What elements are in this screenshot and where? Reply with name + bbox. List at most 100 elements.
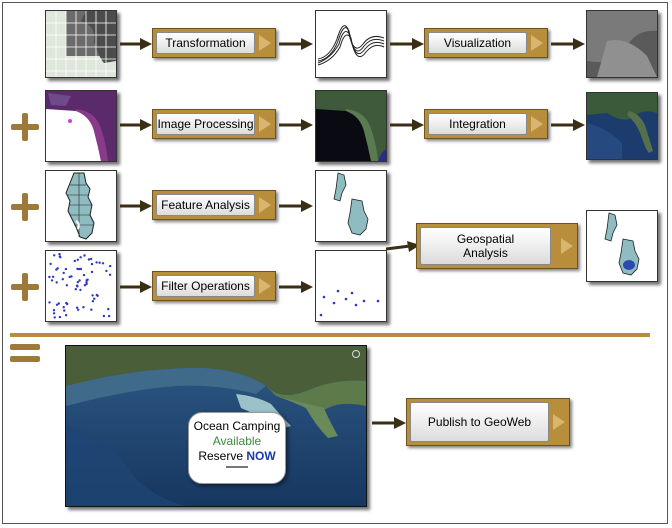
play-icon (259, 35, 271, 51)
integration-button[interactable]: Integration (424, 109, 548, 139)
point (76, 258, 79, 261)
geospatial-analysis-line1: Geospatial (456, 232, 515, 246)
point (77, 308, 80, 311)
point (87, 258, 91, 261)
point (75, 306, 79, 309)
play-icon (259, 116, 271, 132)
point (56, 267, 59, 270)
callout-availability: Available (212, 434, 262, 448)
play-icon (553, 414, 565, 430)
plus-icon (10, 192, 40, 222)
point (61, 278, 64, 281)
point (73, 259, 76, 263)
point (74, 288, 77, 291)
point (65, 301, 68, 305)
arrow (279, 37, 313, 51)
visualization-label: Visualization (428, 32, 527, 54)
divider (10, 333, 650, 337)
thumb-florida-globe (586, 92, 658, 160)
point (83, 284, 87, 287)
point (76, 280, 79, 284)
diagram-frame (2, 2, 668, 524)
feature-analysis-button[interactable]: Feature Analysis (152, 190, 276, 220)
play-icon (531, 116, 543, 132)
point (93, 297, 96, 300)
image-processing-button[interactable]: Image Processing (152, 109, 276, 139)
point (58, 255, 61, 258)
callout-title: Ocean Camping (193, 419, 281, 433)
point (63, 309, 66, 312)
point (82, 273, 86, 277)
point (70, 275, 73, 278)
point (107, 314, 111, 318)
point (64, 314, 68, 317)
point (57, 302, 60, 305)
point (107, 307, 110, 311)
callout-reserve: Reserve NOW (189, 449, 285, 464)
reserve-now-link[interactable]: NOW (246, 449, 276, 463)
thumb-raster-grid (45, 10, 117, 78)
point (68, 275, 71, 279)
callout-underline (226, 466, 248, 468)
filter-operations-button[interactable]: Filter Operations (152, 271, 276, 301)
point (49, 262, 52, 266)
transformation-button[interactable]: Transformation (152, 28, 276, 58)
thumb-profile-lines (315, 10, 387, 78)
point (102, 314, 106, 318)
arrow (120, 37, 152, 51)
point (105, 269, 108, 273)
play-icon (531, 35, 543, 51)
equals-icon (10, 344, 40, 366)
filter-operations-label: Filter Operations (156, 275, 255, 297)
point (51, 275, 55, 278)
thumb-grayscale-surface (586, 10, 658, 78)
point (64, 267, 68, 271)
point (109, 264, 112, 268)
arrow (551, 118, 585, 132)
image-processing-label: Image Processing (156, 113, 255, 135)
publish-to-geoweb-button[interactable]: Publish to GeoWeb (406, 398, 570, 446)
visualization-button[interactable]: Visualization (424, 28, 548, 58)
point (48, 275, 51, 279)
point (95, 293, 98, 297)
play-icon (561, 238, 573, 254)
arrow (279, 199, 313, 213)
arrow (279, 280, 313, 294)
point (79, 256, 82, 259)
point (108, 273, 112, 276)
point (50, 279, 54, 282)
point (52, 312, 56, 315)
point (98, 261, 101, 264)
geospatial-analysis-line2: Analysis (463, 246, 508, 260)
point (91, 300, 95, 303)
arrow (279, 118, 313, 132)
point (52, 309, 56, 312)
point (83, 254, 86, 257)
arrow (372, 416, 406, 430)
arrow (551, 37, 585, 51)
arrow (390, 37, 424, 51)
thumb-florida-satellite (315, 90, 387, 162)
point (89, 257, 93, 261)
point (86, 278, 89, 281)
point (53, 254, 56, 257)
point (48, 301, 51, 304)
thumb-filtered-points (315, 250, 387, 322)
play-icon (259, 197, 271, 213)
point (58, 315, 62, 319)
arrow (386, 240, 420, 254)
plus-icon (10, 272, 40, 302)
thumb-analysis-result (586, 210, 658, 282)
point (65, 284, 69, 287)
point (58, 252, 61, 256)
thumb-county-map (45, 170, 117, 242)
point (90, 270, 94, 274)
point (55, 303, 59, 306)
arrow (390, 118, 424, 132)
point (85, 282, 88, 286)
point (53, 316, 56, 319)
point (79, 288, 82, 292)
integration-label: Integration (428, 113, 527, 135)
